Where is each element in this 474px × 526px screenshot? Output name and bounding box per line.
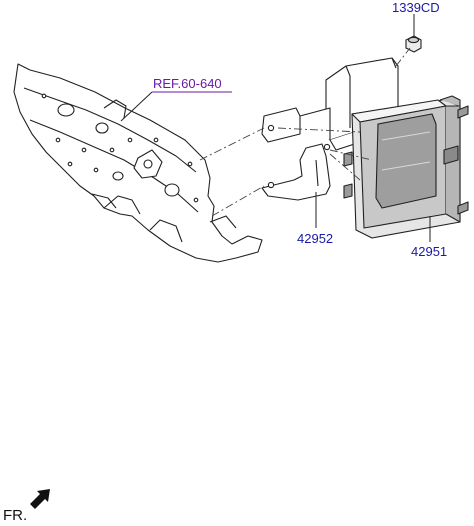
nut-callout: 1339CD [392, 0, 440, 15]
bracket-callout: 42952 [297, 231, 334, 246]
module-callout: 42951 [411, 244, 448, 259]
ref-callout: REF.60-640 [153, 76, 222, 91]
front-arrow-icon [30, 489, 50, 509]
control-module-part [343, 95, 469, 239]
dash-panel-part [13, 63, 263, 263]
front-marker-label: FR. [3, 507, 28, 524]
assembly-lines [199, 47, 411, 217]
ref-leader-line [120, 91, 153, 122]
